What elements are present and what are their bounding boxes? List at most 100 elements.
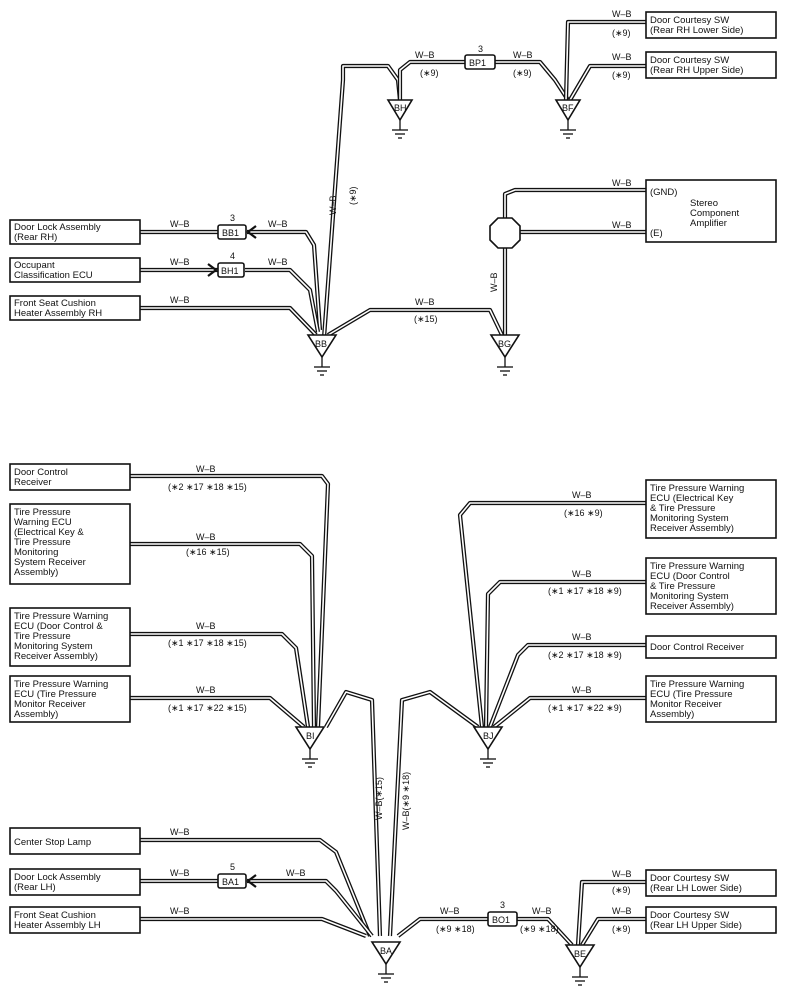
door-control-receiver-r-box[interactable]	[645, 635, 777, 659]
center-stop-lamp-label: Center Stop Lamp	[14, 837, 91, 848]
label-line: & Tire Pressure	[650, 581, 715, 592]
ground-bg-label: BG	[498, 339, 511, 349]
wire-note-label: (∗9)	[513, 68, 532, 78]
stereo-amp-box[interactable]	[645, 179, 777, 243]
ground-bj-label: BJ	[483, 731, 494, 741]
label-line: Monitor Receiver	[650, 699, 722, 710]
wire-ba-left-label: W–B(∗15)	[374, 777, 384, 820]
wire-note-label: (∗9)	[612, 28, 631, 38]
tpw-ecu-mr-l-box[interactable]	[9, 675, 131, 723]
ba1-label: BA1	[222, 877, 239, 887]
wire-core	[489, 644, 646, 728]
wire-core	[565, 21, 646, 101]
door-lock-rh-box[interactable]	[9, 219, 141, 245]
label-line: Door Courtesy SW	[650, 910, 729, 921]
label-line: Receiver Assembly)	[14, 651, 98, 662]
bp1-pin: 3	[478, 44, 483, 54]
wire-dcr-l-to-bi	[130, 473, 331, 728]
door-courtesy-rr-upper-box[interactable]	[645, 51, 777, 79]
wire-core	[247, 880, 373, 937]
label-line: Receiver Assembly)	[650, 523, 734, 534]
label-line: Tire Pressure Warning	[14, 611, 108, 622]
label-line: (Rear RH Upper Side)	[650, 65, 743, 76]
wire-color-label: W–B	[572, 490, 592, 500]
tpw-ecu-mr-r-box[interactable]	[645, 675, 777, 723]
tpw-ecu-ek-l-box[interactable]	[9, 503, 131, 585]
ground-be[interactable]: BE	[564, 944, 596, 986]
seat-heater-rh-box[interactable]	[9, 295, 141, 321]
bb1-arrow-icon	[246, 225, 257, 239]
door-lock-lh-box[interactable]	[9, 868, 141, 896]
occupant-ecu-box[interactable]	[9, 257, 141, 283]
bp1-connector[interactable]	[464, 54, 496, 70]
door-courtesy-rl-lower-box[interactable]	[645, 869, 777, 897]
grounds: BH BF BB BG	[294, 99, 596, 986]
ground-ba-label: BA	[380, 946, 392, 956]
label-line: & Tire Pressure	[650, 503, 715, 514]
label-line: Tire Pressure Warning	[14, 679, 108, 690]
label-line: Monitoring	[14, 547, 58, 558]
ba1-connector[interactable]	[217, 873, 247, 889]
label-line: Door Lock Assembly	[14, 872, 101, 883]
wire-color-label: W–B	[170, 295, 190, 305]
wire-note-label: (∗9)	[420, 68, 439, 78]
ground-bg[interactable]: BG	[489, 334, 521, 376]
wire-color-label: W–B	[532, 906, 552, 916]
wire-color-label: W–B	[612, 906, 632, 916]
label-line: Assembly)	[14, 709, 58, 720]
label-line: (Rear RH Lower Side)	[650, 25, 743, 36]
label-line: Component	[690, 208, 739, 219]
label-line: Door Courtesy SW	[650, 55, 729, 66]
center-stop-lamp-box[interactable]	[9, 827, 141, 855]
bb1-connector[interactable]	[217, 224, 247, 240]
label-line: Warning ECU	[14, 517, 72, 528]
door-courtesy-rl-upper-box[interactable]	[645, 906, 777, 934]
label-line: Door Courtesy SW	[650, 15, 729, 26]
door-control-receiver-l-box[interactable]	[9, 463, 131, 491]
wire-core	[247, 231, 321, 331]
wire-labels: W–B W–B (∗9) (∗9) W–B (∗9) W–B (∗9) W–B …	[168, 9, 632, 934]
ground-triangle-icon	[306, 334, 338, 359]
ground-bb[interactable]: BB	[306, 334, 338, 376]
bo1-connector[interactable]	[487, 911, 518, 927]
wire-color-label: W–B	[415, 297, 435, 307]
wire-core	[130, 633, 309, 728]
wire-core	[130, 697, 305, 728]
tpw-ecu-dc-r-box[interactable]	[645, 557, 777, 615]
wire-note-label: (∗9 ∗18)	[520, 924, 559, 934]
wire-seat-heater-rh-to-bb	[140, 305, 318, 337]
ground-bi[interactable]: BI	[294, 726, 326, 768]
door-courtesy-rr-lower-box[interactable]	[645, 11, 777, 39]
wire-note-label: (∗9)	[348, 186, 358, 205]
wire-core	[130, 475, 329, 728]
ground-triangle-icon	[294, 726, 326, 751]
wire-color-label: W–B	[170, 257, 190, 267]
bo1-label: BO1	[492, 915, 510, 925]
ground-bj[interactable]: BJ	[472, 726, 504, 768]
ground-bh[interactable]: BH	[386, 99, 414, 139]
label-line: Stereo	[690, 198, 718, 209]
wire-color-label: W–B	[268, 257, 288, 267]
wire-color-label: W–B	[286, 868, 306, 878]
wire-color-label: W–B	[170, 868, 190, 878]
ground-ba[interactable]: BA	[370, 941, 402, 983]
tpw-ecu-ek-r-box[interactable]	[645, 479, 777, 539]
connectors: 3 BP1 3 BB1 4 BH1 5 BA1 3 BO1	[207, 44, 521, 927]
wire-core	[485, 581, 646, 728]
seat-heater-lh-box[interactable]	[9, 906, 141, 934]
bo1-pin: 3	[500, 900, 505, 910]
bh1-connector[interactable]	[217, 262, 245, 278]
ground-bf[interactable]: BF	[554, 99, 582, 139]
label-line: ECU (Door Control &	[14, 621, 103, 632]
wire-core	[245, 269, 319, 333]
wire-core	[581, 918, 646, 946]
tpw-ecu-dc-l-box[interactable]	[9, 607, 131, 667]
wire-ba-right-label: W–B(∗9 ∗18)	[401, 772, 411, 830]
wire-core	[397, 918, 488, 937]
wire-core	[459, 502, 646, 728]
